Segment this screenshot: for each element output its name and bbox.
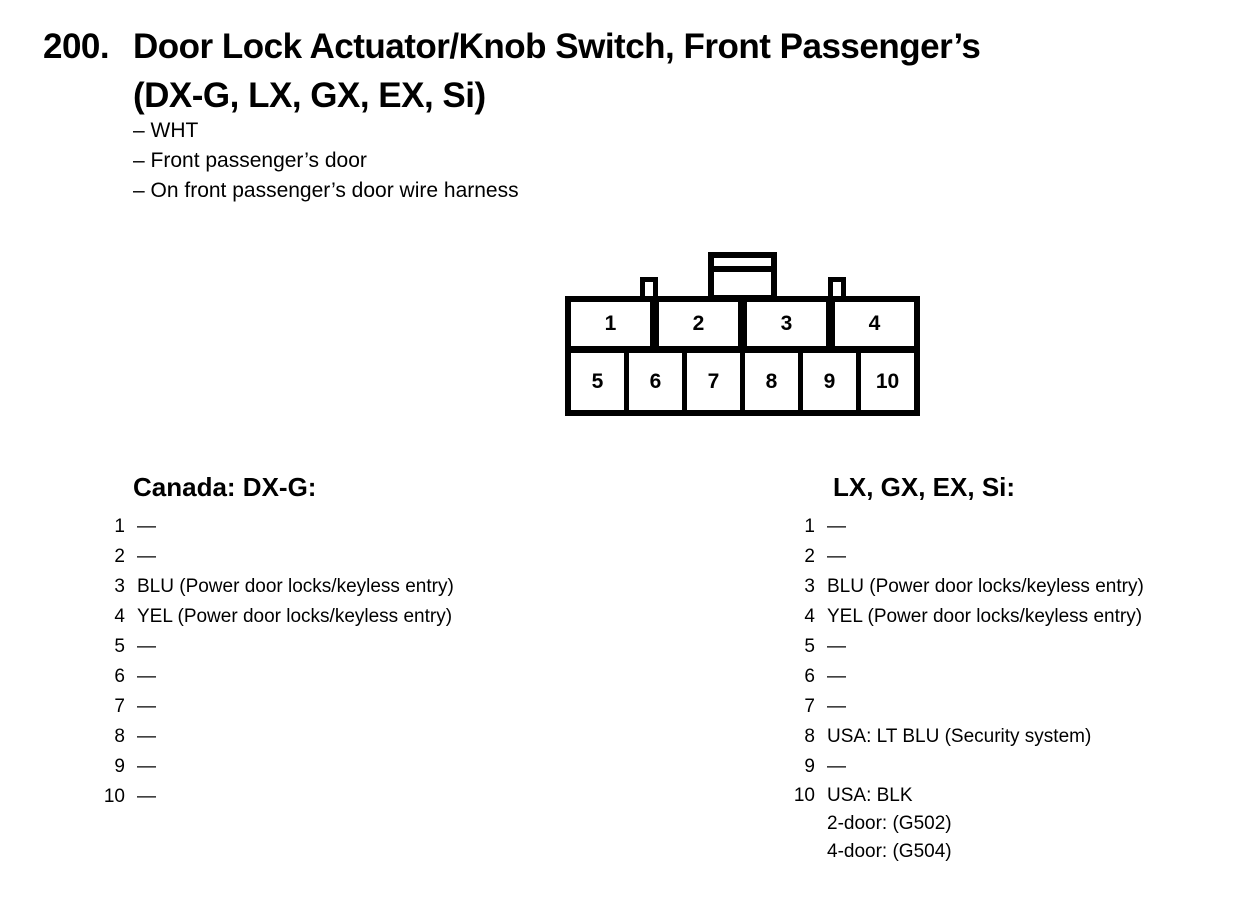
pin-value: —	[137, 726, 156, 747]
connector-top-row: 1 2 3 4	[571, 302, 914, 353]
pin-number: 4	[114, 606, 125, 627]
pin-row-8: 8 —	[98, 722, 454, 752]
section-title: Door Lock Actuator/Knob Switch, Front Pa…	[133, 22, 981, 120]
connector-pin-cell-7: 7	[682, 353, 740, 410]
connector-notes: – WHT – Front passenger’s door – On fron…	[133, 116, 519, 206]
pin-row-6: 6 —	[98, 662, 454, 692]
pin-value: —	[827, 516, 846, 537]
pin-number: 4	[804, 606, 815, 627]
connector-pin-cell-9: 9	[798, 353, 856, 410]
page-title: 200. Door Lock Actuator/Knob Switch, Fro…	[43, 22, 981, 120]
pin-number: 7	[114, 696, 125, 717]
connector-lock-tab-line	[714, 266, 771, 272]
connector-pin-cell-6: 6	[624, 353, 682, 410]
connector-pin-cell-10: 10	[856, 353, 914, 410]
pin-row-2: 2 —	[98, 542, 454, 572]
pin-value: —	[827, 666, 846, 687]
pin-row-8: 8 USA: LT BLU (Security system)	[788, 722, 1144, 752]
pin-number: 2	[804, 546, 815, 567]
pin-number: 1	[804, 516, 815, 537]
pin-number: 10	[793, 785, 815, 806]
connector-lock-tab	[708, 252, 777, 301]
pin-value-line: USA: BLK	[827, 785, 913, 806]
pin-list-canada-dxg: 1 — 2 — 3 BLU (Power door locks/keyless …	[98, 512, 454, 812]
pin-row-9: 9 —	[98, 752, 454, 782]
pin-row-4: 4 YEL (Power door locks/keyless entry)	[788, 602, 1144, 632]
pin-row-5: 5 —	[98, 632, 454, 662]
pin-value-line: 4-door: (G504)	[827, 841, 952, 862]
pin-number: 6	[804, 666, 815, 687]
connector-pin-cell-2: 2	[650, 302, 738, 346]
title-line-2: (DX-G, LX, GX, EX, Si)	[133, 76, 486, 115]
pin-value: YEL (Power door locks/keyless entry)	[137, 606, 453, 627]
connector-pin-cell-3: 3	[738, 302, 826, 346]
pin-value: BLU (Power door locks/keyless entry)	[137, 576, 454, 597]
connector-pin-cell-4: 4	[826, 302, 914, 346]
pin-value-line: 2-door: (G502)	[827, 813, 952, 834]
pin-list-lx-gx-ex-si: 1 — 2 — 3 BLU (Power door locks/keyless …	[788, 512, 1144, 866]
pin-number: 9	[804, 756, 815, 777]
pin-row-9: 9 —	[788, 752, 1144, 782]
pin-row-4: 4 YEL (Power door locks/keyless entry)	[98, 602, 454, 632]
pin-number: 10	[103, 786, 125, 807]
pin-number: 5	[114, 636, 125, 657]
pin-value: —	[827, 636, 846, 657]
pin-number: 8	[804, 726, 815, 747]
connector-diagram: 1 2 3 4 5 6 7 8 9 10	[565, 252, 920, 416]
pin-value: —	[827, 546, 846, 567]
pin-number: 7	[804, 696, 815, 717]
pin-row-6: 6 —	[788, 662, 1144, 692]
section-number: 200.	[43, 27, 110, 66]
pin-value: —	[827, 696, 846, 717]
pin-value: —	[137, 516, 156, 537]
pin-number: 2	[114, 546, 125, 567]
pin-number: 5	[804, 636, 815, 657]
pin-value: —	[137, 696, 156, 717]
pin-value: —	[137, 756, 156, 777]
pin-value: YEL (Power door locks/keyless entry)	[827, 606, 1143, 627]
pin-number: 3	[114, 576, 125, 597]
connector-body: 1 2 3 4 5 6 7 8 9 10	[565, 296, 920, 416]
pin-number: 6	[114, 666, 125, 687]
note-wire-color: – WHT	[133, 119, 199, 142]
pin-value: BLU (Power door locks/keyless entry)	[827, 576, 1144, 597]
note-harness: – On front passenger’s door wire harness	[133, 179, 519, 202]
pin-row-10: 10 —	[98, 782, 454, 812]
pin-row-1: 1 —	[98, 512, 454, 542]
pin-value: —	[137, 636, 156, 657]
pin-value: —	[137, 786, 156, 807]
connector-bottom-row: 5 6 7 8 9 10	[571, 353, 914, 410]
pin-row-3: 3 BLU (Power door locks/keyless entry)	[98, 572, 454, 602]
note-location: – Front passenger’s door	[133, 149, 367, 172]
pin-row-10: 10 USA: BLK 2-door: (G502) 4-door: (G504…	[788, 782, 1144, 866]
pin-row-5: 5 —	[788, 632, 1144, 662]
pin-row-7: 7 —	[98, 692, 454, 722]
pin-row-7: 7 —	[788, 692, 1144, 722]
pin-row-3: 3 BLU (Power door locks/keyless entry)	[788, 572, 1144, 602]
pin-value: —	[137, 666, 156, 687]
pin-row-1: 1 —	[788, 512, 1144, 542]
pin-value: —	[137, 546, 156, 567]
pin-value: USA: BLK 2-door: (G502) 4-door: (G504)	[827, 782, 952, 866]
pin-value: —	[827, 756, 846, 777]
pin-number: 9	[114, 756, 125, 777]
column-heading-lx-gx-ex-si: LX, GX, EX, Si:	[833, 472, 1016, 502]
column-heading-canada-dxg: Canada: DX-G:	[133, 472, 317, 502]
title-line-1: Door Lock Actuator/Knob Switch, Front Pa…	[133, 27, 981, 66]
connector-pin-cell-1: 1	[604, 312, 617, 335]
connector-pin-cell-5: 5	[591, 369, 604, 393]
pin-number: 1	[114, 516, 125, 537]
pin-row-2: 2 —	[788, 542, 1144, 572]
pin-value: USA: LT BLU (Security system)	[827, 726, 1092, 747]
pin-number: 3	[804, 576, 815, 597]
connector-pin-cell-8: 8	[740, 353, 798, 410]
pin-number: 8	[114, 726, 125, 747]
